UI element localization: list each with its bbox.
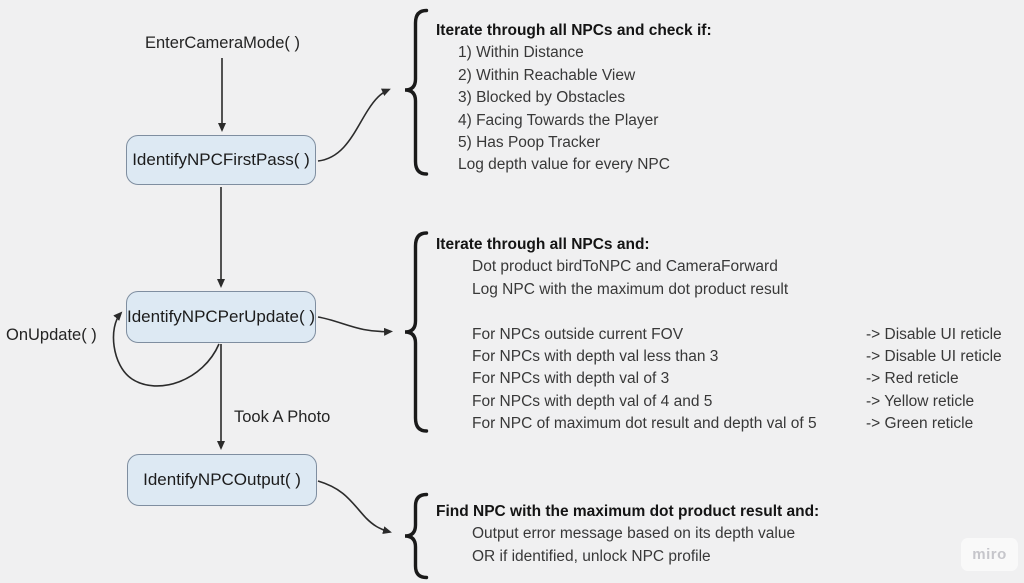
label-enter-camera-mode[interactable]: EnterCameraMode( ) <box>145 34 300 52</box>
label-on-update[interactable]: OnUpdate( ) <box>6 326 97 344</box>
condition-row: For NPCs with depth val of 4 and 5 -> Ye… <box>472 391 1022 413</box>
outcome-text: -> Disable UI reticle <box>866 325 1002 343</box>
condition-row: For NPCs with depth val of 3 -> Red reti… <box>472 368 1022 390</box>
note-line: 1) Within Distance <box>458 44 584 62</box>
label-took-a-photo[interactable]: Took A Photo <box>234 408 331 426</box>
condition-text: For NPCs with depth val of 4 and 5 <box>472 392 713 410</box>
miro-watermark-label: miro <box>972 546 1007 563</box>
node-label: IdentifyNPCOutput( ) <box>143 470 301 489</box>
connector-perupdate-to-brace-2[interactable] <box>317 316 393 336</box>
node-label: IdentifyNPCPerUpdate( ) <box>126 307 316 326</box>
curly-brace-1[interactable] <box>404 8 429 176</box>
condition-row: For NPCs with depth val less than 3 -> D… <box>472 346 1022 368</box>
note-line: OR if identified, unlock NPC profile <box>472 547 711 565</box>
note-block-output[interactable]: Find NPC with the maximum dot product re… <box>436 501 916 568</box>
note-line: 5) Has Poop Tracker <box>458 134 601 152</box>
outcome-text: -> Yellow reticle <box>866 392 975 410</box>
note-block-first-pass[interactable]: Iterate through all NPCs and check if: 1… <box>436 20 856 177</box>
note-line: Log depth value for every NPC <box>458 156 670 174</box>
note-block-per-update[interactable]: Iterate through all NPCs and: Dot produc… <box>436 234 1022 436</box>
condition-text: For NPCs with depth val of 3 <box>472 370 670 388</box>
condition-text: For NPC of maximum dot result and depth … <box>472 415 817 433</box>
curly-brace-2[interactable] <box>404 231 429 433</box>
connector-perupdate-self-loop[interactable] <box>112 311 220 387</box>
condition-row: For NPC of maximum dot result and depth … <box>472 413 1022 435</box>
node-identify-npc-first-pass[interactable]: IdentifyNPCFirstPass( ) <box>126 135 316 185</box>
outcome-text: -> Disable UI reticle <box>866 348 1002 366</box>
node-identify-npc-per-update[interactable]: IdentifyNPCPerUpdate( ) <box>126 291 316 343</box>
note-line: 3) Blocked by Obstacles <box>458 89 626 107</box>
note-title: Iterate through all NPCs and check if: <box>436 22 712 39</box>
connector-output-to-brace-3[interactable] <box>317 480 392 535</box>
miro-watermark: miro <box>961 538 1018 571</box>
note-title: Find NPC with the maximum dot product re… <box>436 503 820 520</box>
note-title: Iterate through all NPCs and: <box>436 236 650 253</box>
note-line: 2) Within Reachable View <box>458 66 636 84</box>
note-line: 4) Facing Towards the Player <box>458 111 659 129</box>
node-identify-npc-output[interactable]: IdentifyNPCOutput( ) <box>127 454 317 506</box>
outcome-text: -> Green reticle <box>866 415 974 433</box>
condition-row: For NPCs outside current FOV -> Disable … <box>472 324 1022 346</box>
note-line: Log NPC with the maximum dot product res… <box>472 280 789 298</box>
connector-firstpass-to-brace-1[interactable] <box>317 88 391 162</box>
curly-brace-3[interactable] <box>404 492 429 580</box>
note-line: Dot product birdToNPC and CameraForward <box>472 258 778 276</box>
note-blank-line <box>472 301 1022 323</box>
condition-text: For NPCs with depth val less than 3 <box>472 348 719 366</box>
condition-text: For NPCs outside current FOV <box>472 325 684 343</box>
node-label: IdentifyNPCFirstPass( ) <box>132 150 310 169</box>
outcome-text: -> Red reticle <box>866 370 959 388</box>
note-line: Output error message based on its depth … <box>472 525 796 543</box>
